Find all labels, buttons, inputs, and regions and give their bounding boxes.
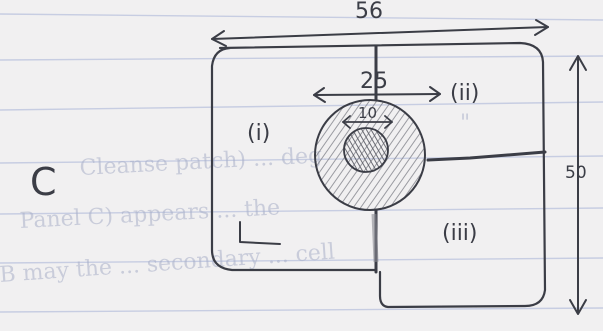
right-divider [426, 150, 547, 162]
ruled-lines [0, 13, 603, 313]
overall-height-label: 50 [565, 163, 587, 183]
ruled-line [0, 207, 603, 215]
ruled-line [0, 257, 603, 264]
overall-width-label: 56 [355, 0, 383, 24]
circle-outer-arrow [313, 86, 441, 103]
overall-height-arrow [569, 55, 587, 315]
outer-box [210, 41, 547, 309]
circle-inner-arrow [342, 115, 393, 129]
region-3-label: (iii) [442, 221, 478, 246]
panel-letter: C [30, 160, 57, 204]
ruled-line [0, 307, 603, 313]
background-note: Cleanse patch) ... deg [79, 143, 323, 181]
ruled-line [0, 155, 603, 164]
background-note: Panel C) appears ... the [19, 195, 281, 234]
region-2-label: (ii) [450, 81, 479, 106]
background-note: " [460, 111, 470, 136]
inner-circle-outline [343, 127, 389, 173]
circle-inner-label: 10 [358, 104, 377, 122]
inner-circle [344, 128, 388, 172]
region-1-label: (i) [247, 121, 270, 146]
bottom-divider-shading [371, 213, 379, 263]
ruled-line [0, 101, 603, 111]
corner-mark [239, 221, 281, 245]
ruled-line [0, 13, 603, 21]
background-note: B may the ... secondary ... cell [0, 240, 336, 288]
ruled-line [0, 55, 603, 61]
outer-circle-outline [314, 99, 426, 211]
circle-outer-label: 25 [360, 69, 388, 94]
overall-width-arrow [211, 19, 549, 47]
